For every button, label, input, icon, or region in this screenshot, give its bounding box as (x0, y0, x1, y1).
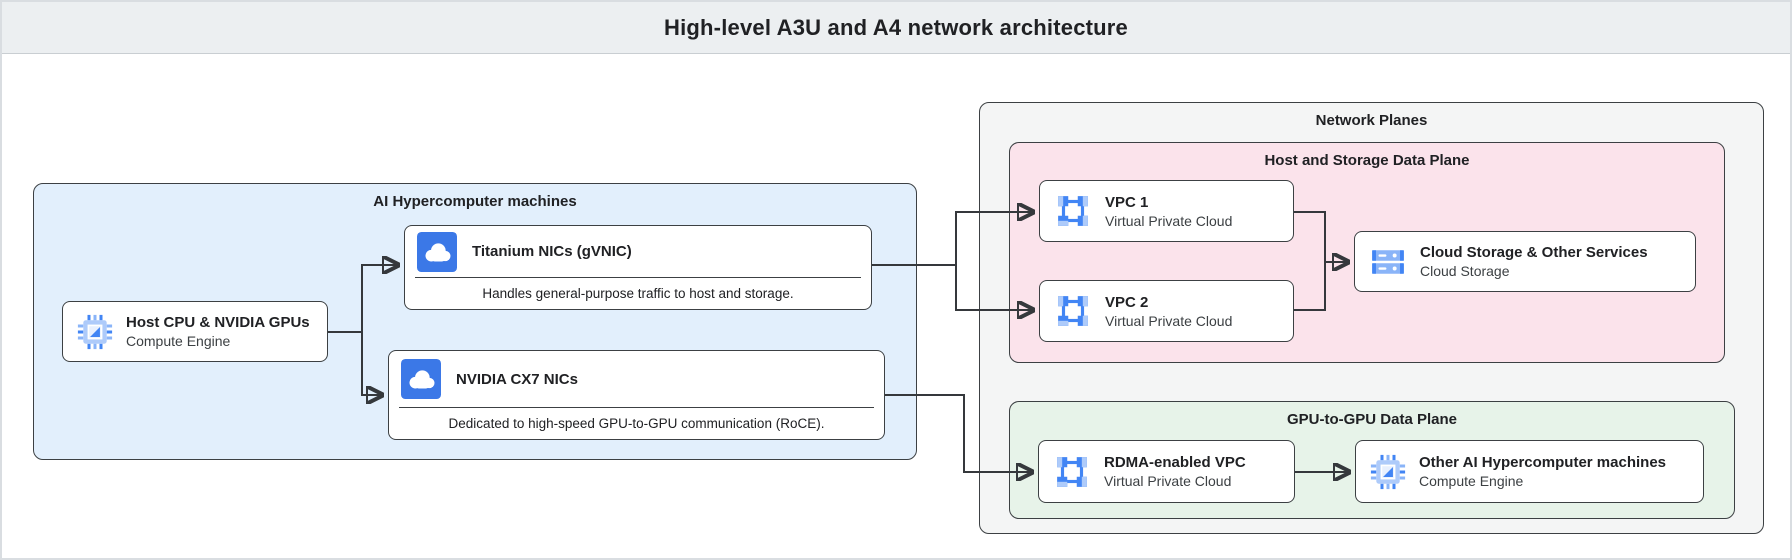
node-text: Cloud Storage & Other Services Cloud Sto… (1420, 243, 1648, 280)
node-text: Host CPU & NVIDIA GPUs Compute Engine (126, 313, 310, 350)
node-subtitle: Virtual Private Cloud (1105, 212, 1233, 229)
node-subtitle: Compute Engine (1419, 473, 1524, 489)
node-title: Host CPU & NVIDIA GPUs (126, 314, 310, 331)
node-cloud-storage-other-services: Cloud Storage & Other Services Cloud Sto… (1354, 231, 1696, 292)
divider (399, 407, 874, 408)
cloud-nic-icon (417, 231, 457, 272)
cloud-nic-icon (401, 359, 441, 399)
node-text: VPC 1 Virtual Private Cloud (1105, 193, 1232, 230)
group-label-ai-hypercomputer-machines: AI Hypercomputer machines (373, 193, 577, 210)
node-subtitle: Virtual Private Cloud (1105, 312, 1233, 329)
node-text: VPC 2 Virtual Private Cloud (1105, 293, 1232, 330)
node-nvidia-cx7-nics: NVIDIA CX7 NICs Dedicated to high-speed … (388, 350, 885, 440)
node-header: Titanium NICs (gVNIC) (405, 226, 871, 277)
diagram-header: High-level A3U and A4 network architectu… (2, 2, 1790, 54)
node-titanium-nics: Titanium NICs (gVNIC) Handles general-pu… (404, 225, 872, 310)
divider (415, 277, 861, 278)
group-label-host-storage-data-plane: Host and Storage Data Plane (1264, 152, 1470, 169)
node-text: RDMA-enabled VPC Virtual Private Cloud (1104, 453, 1246, 490)
node-description: Handles general-purpose traffic to host … (482, 286, 794, 301)
node-rdma-enabled-vpc: RDMA-enabled VPC Virtual Private Cloud (1038, 440, 1295, 503)
node-subtitle: Virtual Private Cloud (1104, 473, 1232, 489)
group-label-gpu-to-gpu-data-plane: GPU-to-GPU Data Plane (1286, 411, 1458, 428)
node-title: Titanium NICs (gVNIC) (472, 243, 632, 260)
vpc-icon (1056, 294, 1090, 328)
node-other-ai-hypercomputer-machines: Other AI Hypercomputer machines Compute … (1355, 440, 1704, 503)
node-description: Dedicated to high-speed GPU-to-GPU commu… (448, 416, 825, 431)
node-title: VPC 2 (1105, 293, 1149, 311)
node-title: Cloud Storage & Other Services (1420, 244, 1648, 261)
node-text: Other AI Hypercomputer machines Compute … (1419, 453, 1666, 490)
node-vpc-1: VPC 1 Virtual Private Cloud (1039, 180, 1294, 242)
node-header: NVIDIA CX7 NICs (389, 351, 884, 407)
vpc-icon (1056, 194, 1090, 228)
node-vpc-2: VPC 2 Virtual Private Cloud (1039, 280, 1294, 342)
node-subtitle: Compute Engine (126, 333, 231, 349)
node-title: VPC 1 (1105, 193, 1149, 211)
vpc-icon (1055, 455, 1089, 488)
group-label-network-planes: Network Planes (1315, 112, 1428, 129)
cloud-storage-icon (1372, 249, 1404, 274)
compute-engine-icon (1370, 453, 1406, 490)
node-host-cpu-nvidia-gpus: Host CPU & NVIDIA GPUs Compute Engine (62, 301, 328, 362)
node-title: RDMA-enabled VPC (1104, 454, 1246, 471)
diagram-title: High-level A3U and A4 network architectu… (664, 14, 1128, 40)
node-title: NVIDIA CX7 NICs (456, 370, 578, 388)
compute-engine-icon (77, 313, 113, 350)
node-subtitle: Cloud Storage (1420, 263, 1510, 279)
node-title: Other AI Hypercomputer machines (1419, 454, 1667, 471)
